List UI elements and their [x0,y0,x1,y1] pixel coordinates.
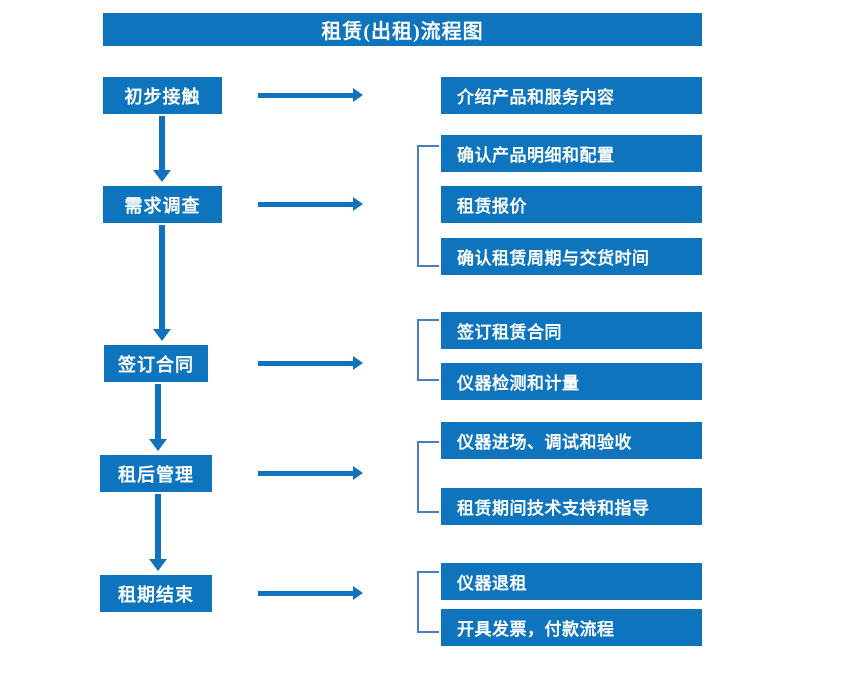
detail-box-9[interactable]: 仪器退租 [441,563,702,600]
stage-box-4[interactable]: 租后管理 [100,455,212,492]
right-arrow-icon-4 [258,466,363,480]
detail-box-6[interactable]: 仪器检测和计量 [441,363,702,400]
detail-box-10[interactable]: 开具发票，付款流程 [441,609,702,646]
group-bracket-2 [417,145,439,267]
right-arrow-icon-2 [258,197,363,211]
stage-box-2[interactable]: 需求调查 [103,186,222,223]
group-bracket-4 [417,441,439,513]
stage-box-1[interactable]: 初步接触 [103,77,222,114]
right-arrow-icon-5 [258,586,363,600]
down-arrow-icon-1 [153,116,171,182]
group-bracket-5 [417,571,439,633]
detail-box-5[interactable]: 签订租赁合同 [441,312,702,349]
detail-box-1[interactable]: 介绍产品和服务内容 [441,77,702,114]
down-arrow-icon-2 [153,225,171,341]
detail-box-2[interactable]: 确认产品明细和配置 [441,135,702,172]
detail-box-8[interactable]: 租赁期间技术支持和指导 [441,488,702,525]
right-arrow-icon-3 [258,356,363,370]
page-title: 租赁(出租)流程图 [103,13,702,46]
down-arrow-icon-4 [149,494,167,571]
stage-box-5[interactable]: 租期结束 [100,575,212,612]
detail-box-4[interactable]: 确认租赁周期与交货时间 [441,238,702,275]
right-arrow-icon-1 [258,88,363,102]
down-arrow-icon-3 [149,384,167,451]
stage-box-3[interactable]: 签订合同 [104,345,208,382]
group-bracket-3 [417,319,439,381]
detail-box-7[interactable]: 仪器进场、调试和验收 [441,422,702,459]
detail-box-3[interactable]: 租赁报价 [441,186,702,223]
